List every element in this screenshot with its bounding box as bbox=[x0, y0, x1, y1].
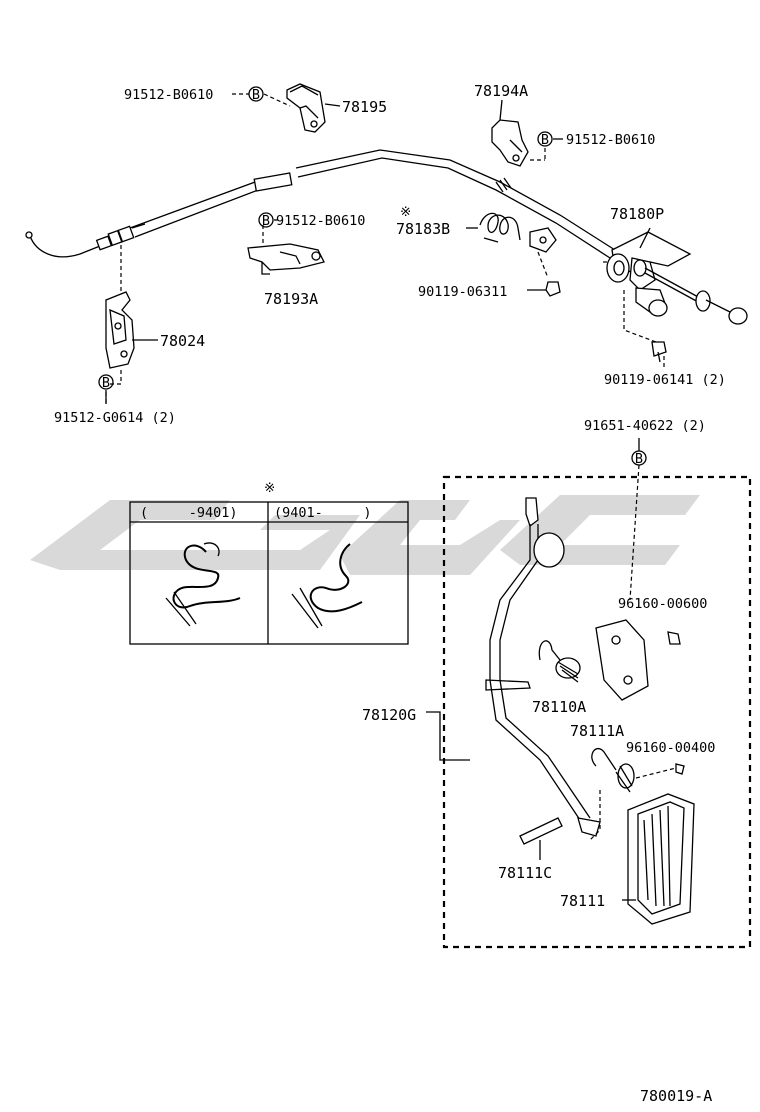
svg-text:B: B bbox=[541, 132, 549, 148]
label-78120g: 78120G bbox=[362, 706, 416, 724]
svg-text:B: B bbox=[635, 451, 643, 467]
bracket-78024 bbox=[105, 291, 158, 404]
label-78111c: 78111C bbox=[498, 864, 552, 882]
label-78183b: 78183B bbox=[396, 220, 450, 238]
label-96160-00400: 96160-00400 bbox=[626, 740, 715, 756]
bracket-78180p bbox=[606, 227, 748, 343]
label-91512-b0610-c: 91512-B0610 bbox=[276, 213, 365, 229]
spring-78183b bbox=[466, 212, 557, 279]
bracket-78195 bbox=[263, 83, 341, 133]
label-91512-b0610-a: 91512-B0610 bbox=[124, 87, 213, 103]
diagram-code: 780019-A bbox=[640, 1087, 712, 1105]
bracket-78193a bbox=[247, 225, 325, 275]
label-96160-00600: 96160-00600 bbox=[618, 596, 707, 612]
bolt-symbol-5: B bbox=[631, 450, 647, 467]
pedal-assembly-box bbox=[442, 475, 752, 949]
bolt-symbol-1: B bbox=[248, 86, 264, 103]
svg-text:B: B bbox=[102, 375, 110, 391]
pin-78111c bbox=[519, 817, 563, 860]
spring-78110a bbox=[485, 640, 581, 691]
pedal-pad-78111 bbox=[622, 793, 695, 925]
accelerator-cable bbox=[25, 149, 616, 295]
bolt-symbol-2: B bbox=[537, 131, 553, 148]
label-91512-b0610-b: 91512-B0610 bbox=[566, 132, 655, 148]
table-col-header-1: ( -9401) bbox=[140, 505, 238, 521]
asterisk-table: ※ bbox=[264, 480, 275, 496]
label-78193a: 78193A bbox=[264, 290, 318, 308]
label-78111a: 78111A bbox=[570, 722, 624, 740]
label-90119-06141: 90119-06141 (2) bbox=[604, 372, 726, 388]
label-91512-g0614: 91512-G0614 (2) bbox=[54, 410, 176, 426]
label-78111: 78111 bbox=[560, 892, 605, 910]
bolt-90119-06311 bbox=[527, 281, 561, 297]
label-90119-06311: 90119-06311 bbox=[418, 284, 507, 300]
label-78110a: 78110A bbox=[532, 698, 586, 716]
label-78194a: 78194A bbox=[474, 82, 528, 100]
bolt-90119-06141 bbox=[651, 341, 667, 368]
table-col-header-2: (9401- ) bbox=[274, 505, 372, 521]
bolt-symbol-3: B bbox=[258, 212, 274, 229]
label-78180p: 78180P bbox=[610, 205, 664, 223]
variant-table: ※ ( -9401) (9401- ) bbox=[129, 480, 409, 645]
label-91651-40622: 91651-40622 (2) bbox=[584, 418, 706, 434]
svg-text:B: B bbox=[262, 213, 270, 229]
asterisk-78183b: ※ bbox=[400, 204, 411, 220]
svg-text:B: B bbox=[252, 87, 260, 103]
spring-78111a bbox=[589, 747, 685, 841]
bolt-symbol-4: B bbox=[98, 374, 114, 391]
label-78024: 78024 bbox=[160, 332, 205, 350]
pedal-arm-78120g bbox=[426, 497, 601, 837]
bracket-96160-00600 bbox=[595, 619, 681, 701]
bracket-78194a bbox=[491, 99, 546, 167]
label-78195: 78195 bbox=[342, 98, 387, 116]
